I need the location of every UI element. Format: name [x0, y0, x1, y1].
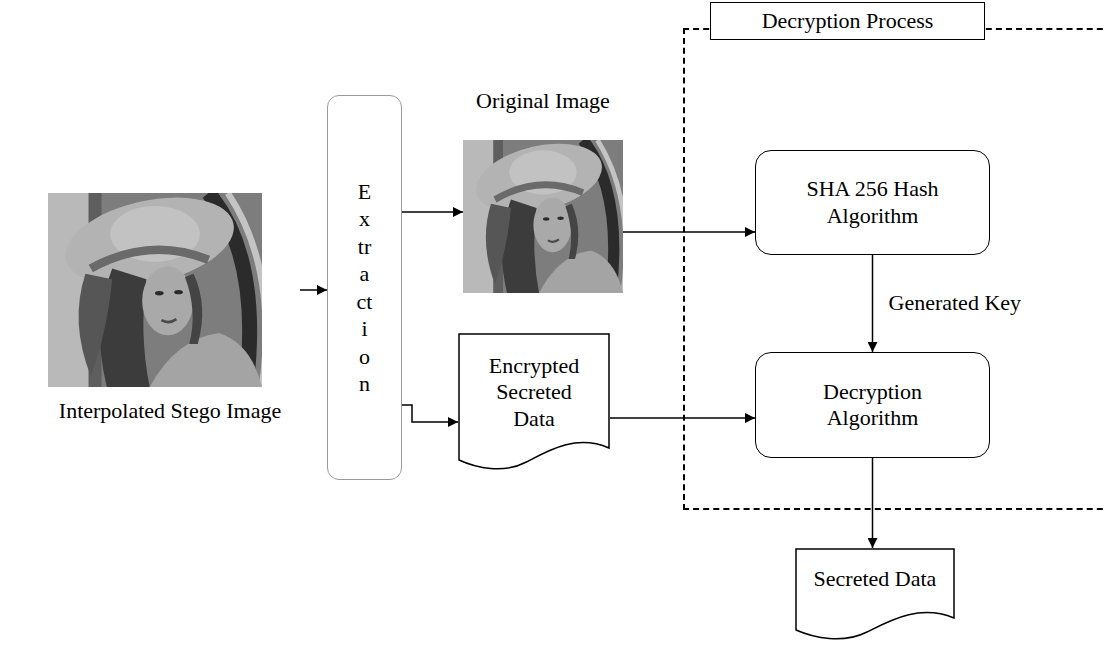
arrow-connector — [872, 458, 874, 548]
text-holder: Encrypted Secreted Data — [458, 333, 610, 470]
node-text: SHA 256 Hash Algorithm — [790, 176, 955, 229]
document-outline-path — [796, 549, 954, 639]
text-holder: Secreted Data — [795, 548, 955, 640]
process-box: SHA 256 Hash Algorithm — [755, 150, 990, 255]
text-holder: Decryption Algorithm — [756, 353, 989, 457]
node-text: Interpolated Stego Image — [59, 398, 281, 424]
process-box: Decryption Algorithm — [755, 352, 990, 458]
title-box: Decryption Process — [710, 2, 985, 40]
arrow-connector — [300, 289, 327, 291]
image-node: Original Image — [463, 88, 623, 293]
text-holder: Interpolated Stego Image — [40, 190, 300, 430]
node-text: Secreted Data — [814, 566, 937, 592]
edge-label: Generated Key — [889, 290, 1022, 316]
document-shape: Secreted Data — [795, 548, 955, 640]
arrow-connector — [402, 405, 458, 422]
extraction-box: Extraction — [327, 95, 402, 480]
document-outline — [795, 548, 955, 640]
text-holder: Original Image — [463, 88, 623, 293]
image-node: Interpolated Stego Image — [40, 190, 300, 430]
dashed-region: Decryption ProcessSHA 256 Hash Algorithm… — [683, 28, 1104, 510]
text-holder: SHA 256 Hash Algorithm — [756, 151, 989, 254]
node-text: Encrypted Secreted Data — [478, 353, 590, 432]
document-outline-path — [459, 334, 609, 469]
stego-photo — [48, 184, 266, 387]
node-text: Decryption Algorithm — [790, 379, 955, 432]
arrow-connector — [402, 211, 463, 213]
node-text: Extraction — [356, 178, 373, 398]
document-shape: Encrypted Secreted Data — [458, 333, 610, 470]
node-text: Decryption Process — [762, 8, 934, 34]
text-holder: Extraction — [328, 96, 401, 479]
original-photo — [463, 133, 626, 293]
node-text: Original Image — [476, 88, 610, 114]
arrow-connector — [872, 255, 874, 352]
arrow-connector — [623, 231, 755, 233]
